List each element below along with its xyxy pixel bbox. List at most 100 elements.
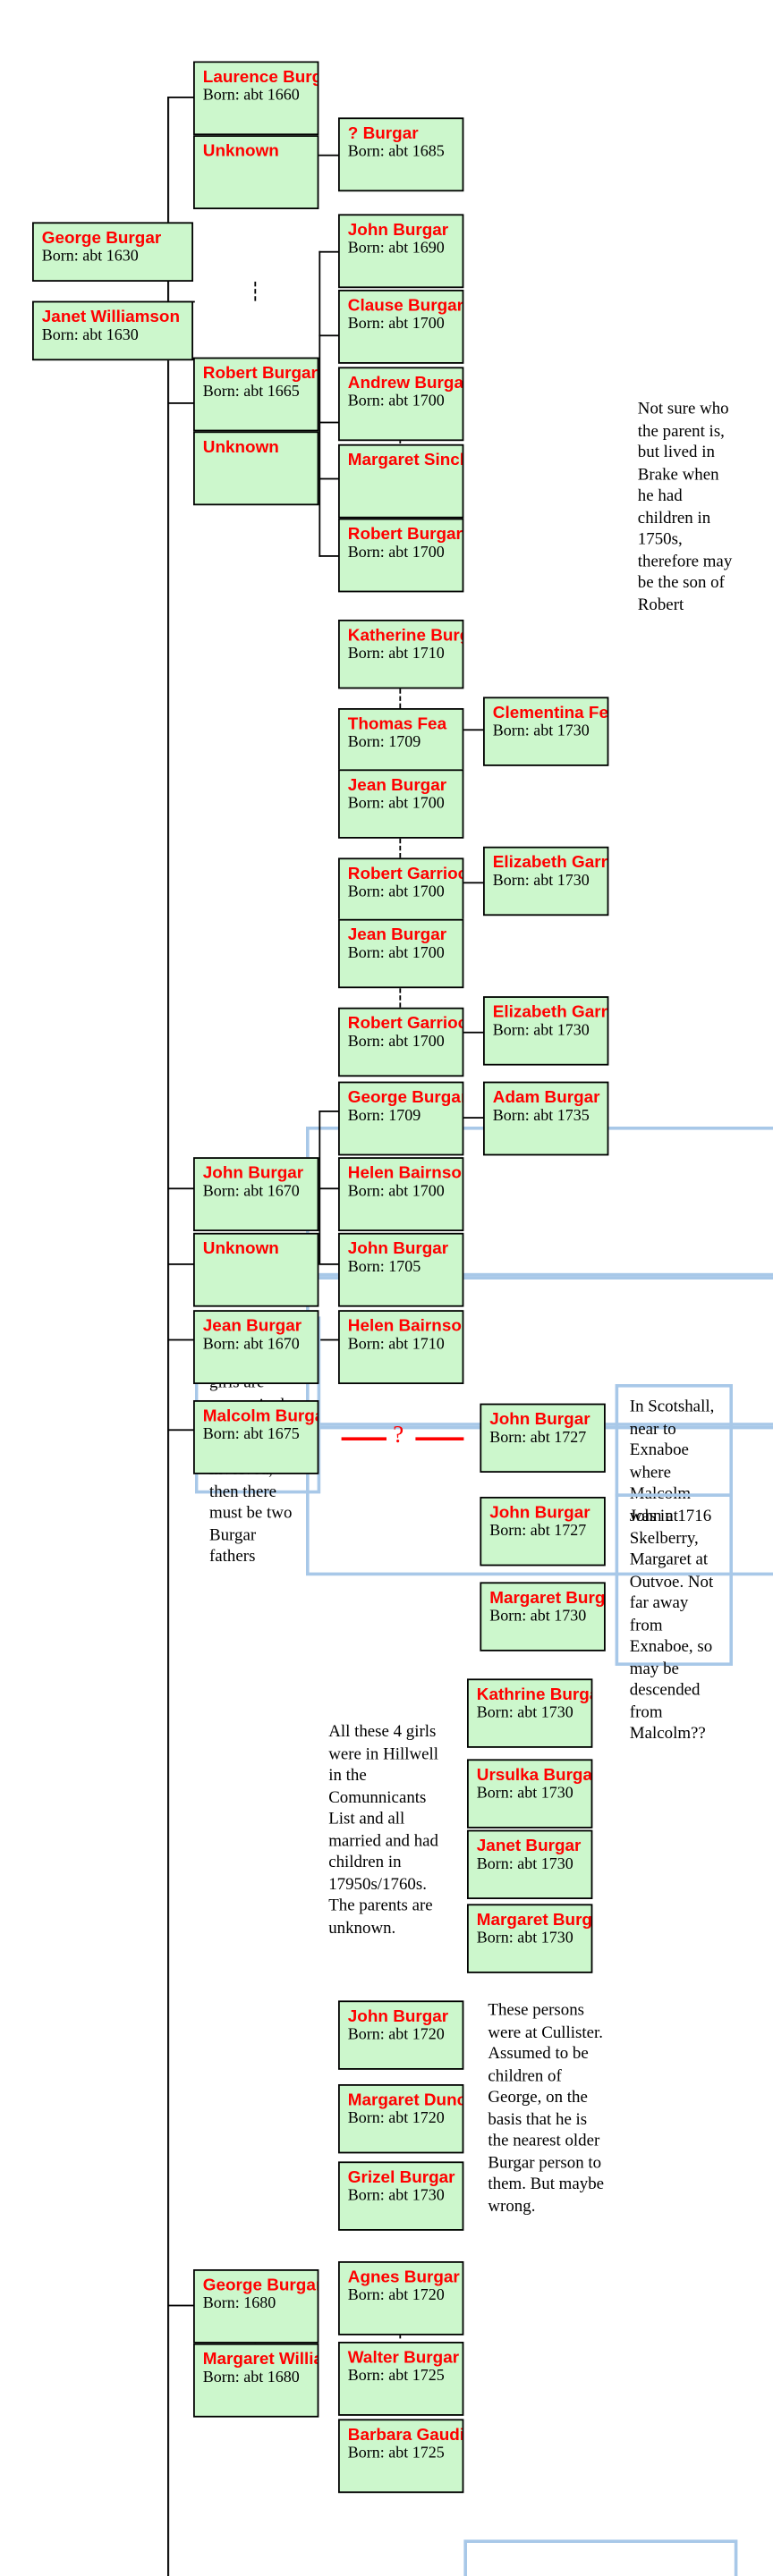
connector — [462, 1117, 485, 1119]
person-born: Born: abt 1720 — [347, 2286, 445, 2305]
person-box[interactable]: Walter Burgar Born: abt 1725 — [338, 2342, 464, 2416]
person-box[interactable]: Grizel Burgar Born: abt 1730 — [338, 2161, 464, 2231]
person-box[interactable]: Jean Burgar Born: abt 1670 — [193, 1310, 319, 1384]
person-box[interactable]: John Burgar Born: abt 1670 — [193, 1157, 319, 1231]
person-box[interactable]: Elizabeth Garriock Born: abt 1730 — [483, 996, 609, 1066]
person-box[interactable]: Kathrine Burgar Born: abt 1730 — [467, 1678, 593, 1748]
person-name: Jean Burgar — [202, 1316, 302, 1336]
person-born: Born: abt 1720 — [347, 2026, 445, 2044]
person-box[interactable]: Unknown — [193, 135, 319, 209]
person-born: Born: abt 1660 — [202, 87, 300, 105]
person-born: Born: abt 1710 — [347, 1336, 445, 1354]
person-box[interactable]: Laurence Burgar Born: abt 1660 — [193, 61, 319, 136]
person-box[interactable]: John Burgar Born: abt 1727 — [480, 1497, 606, 1567]
person-box[interactable]: Unknown — [193, 431, 319, 506]
person-box[interactable]: Clementina Fea Born: abt 1730 — [483, 697, 609, 766]
person-box[interactable]: Helen Bairnson Born: abt 1710 — [338, 1310, 464, 1384]
connector — [462, 1031, 485, 1034]
person-box[interactable]: Jean Burgar Born: abt 1700 — [338, 918, 464, 989]
uncertain-link-line — [415, 1437, 464, 1440]
person-box[interactable]: Margaret Burgar Born: abt 1730 — [467, 1904, 593, 1973]
person-box[interactable]: Thomas Fea Born: 1709 — [338, 708, 464, 778]
uncertain-link-question: ? — [393, 1423, 404, 1448]
person-box[interactable]: Clause Burgar Born: abt 1700 — [338, 290, 464, 364]
person-born: Born: abt 1685 — [347, 143, 445, 161]
note-hillwell: All these 4 girls were in Hillwell in th… — [328, 1723, 439, 1938]
person-box[interactable]: Ursulka Burgar Born: abt 1730 — [467, 1759, 593, 1829]
person-born: Born: abt 1630 — [41, 248, 139, 266]
connector — [319, 1111, 321, 1263]
spouse-link — [399, 688, 402, 708]
connector — [319, 334, 340, 337]
person-name: Katherine Burgar — [347, 626, 463, 646]
note-robert-parent: Not sure who the parent is, but lived in… — [637, 401, 733, 614]
person-box[interactable]: Margaret Burgar Born: abt 1730 — [480, 1582, 606, 1651]
person-name: Walter Burgar — [347, 2348, 460, 2368]
person-born: Born: abt 1720 — [347, 2109, 445, 2128]
person-box[interactable]: George Burgar Born: abt 1630 — [32, 222, 193, 282]
person-born: Born: abt 1730 — [489, 1608, 587, 1626]
person-box[interactable]: Adam Burgar Born: abt 1735 — [483, 1081, 609, 1156]
person-box[interactable]: George Burgar Born: 1709 — [338, 1081, 464, 1156]
person-born: Born: abt 1710 — [347, 645, 445, 663]
person-name: Helen Bairnson — [347, 1316, 464, 1336]
person-box[interactable]: Janet Burgar Born: abt 1730 — [467, 1829, 593, 1899]
person-box[interactable]: ? Burgar Born: abt 1685 — [338, 117, 464, 192]
person-box[interactable]: Elizabeth Garriock Born: abt 1730 — [483, 846, 609, 916]
person-born: Born: abt 1700 — [347, 1033, 445, 1052]
person-name: Jean Burgar — [347, 925, 447, 945]
person-name: Malcolm Burgar — [202, 1406, 319, 1426]
person-box[interactable]: Robert Garriock Born: abt 1700 — [338, 1007, 464, 1077]
connector — [167, 402, 195, 404]
person-name: Elizabeth Garriock — [492, 1002, 607, 1022]
spouse-link — [399, 431, 402, 451]
person-name: John Burgar — [202, 1163, 304, 1183]
person-name: George Burgar — [202, 2276, 319, 2295]
person-born: Born: abt 1727 — [489, 1522, 587, 1541]
person-box[interactable]: Janet Williamson Born: abt 1630 — [32, 300, 193, 361]
person-box[interactable]: Katherine Burgar Born: abt 1710 — [338, 620, 464, 689]
person-name: Ursulka Burgar — [476, 1765, 593, 1786]
person-box[interactable]: Robert Burgar Born: abt 1700 — [338, 518, 464, 593]
person-name: Margaret Sinclair — [347, 451, 463, 470]
person-box[interactable]: George Burgar Born: 1680 — [193, 2269, 319, 2344]
person-name: Robert Burgar — [202, 363, 318, 384]
person-box[interactable]: John Burgar Born: 1705 — [338, 1232, 464, 1307]
person-name: John Burgar — [489, 1503, 590, 1523]
person-box[interactable]: John Burgar Born: abt 1727 — [480, 1403, 606, 1473]
person-born: Born: 1709 — [347, 733, 421, 752]
person-name: George Burgar — [347, 1087, 464, 1108]
person-box[interactable]: John Burgar Born: abt 1690 — [338, 214, 464, 289]
person-born: Born: abt 1700 — [347, 883, 445, 901]
person-box[interactable]: Margaret Duncan Born: abt 1720 — [338, 2084, 464, 2154]
person-name: Laurence Burgar — [202, 67, 318, 88]
person-name: Robert Garriock — [347, 1014, 464, 1034]
person-box[interactable]: Jean Burgar Born: abt 1700 — [338, 769, 464, 839]
person-born: Born: abt 1735 — [492, 1107, 590, 1126]
person-name: Unknown — [202, 437, 279, 458]
person-box[interactable]: Agnes Burgar Born: abt 1720 — [338, 2261, 464, 2335]
connector — [167, 97, 169, 2576]
person-name: John Burgar — [347, 2006, 449, 2027]
person-born: Born: 1705 — [347, 1258, 421, 1277]
connector — [319, 1111, 340, 1112]
note-scotshall: In Scotshall, near to Exnaboe where Malc… — [615, 1384, 733, 1525]
person-born: Born: abt 1665 — [202, 383, 300, 401]
person-born: Born: abt 1725 — [347, 2445, 445, 2462]
person-box[interactable]: John Burgar Born: abt 1720 — [338, 2000, 464, 2070]
person-box[interactable]: Helen Bairnson Born: abt 1700 — [338, 1157, 464, 1231]
person-born: Born: abt 1730 — [492, 872, 590, 891]
person-born: Born: abt 1700 — [347, 393, 445, 410]
person-box[interactable]: Margaret Williamson Born: abt 1680 — [193, 2343, 319, 2418]
person-name: Margaret Burgar — [489, 1588, 606, 1609]
connector — [319, 250, 340, 253]
person-box[interactable]: Andrew Burgar Born: abt 1700 — [338, 367, 464, 442]
person-box[interactable]: Barbara Gaudie Born: abt 1725 — [338, 2419, 464, 2494]
person-box[interactable]: Malcolm Burgar Born: abt 1675 — [193, 1400, 319, 1474]
person-born: Born: abt 1730 — [476, 1785, 573, 1803]
person-box[interactable]: Unknown — [193, 1232, 319, 1307]
person-box[interactable]: Robert Burgar Born: abt 1665 — [193, 357, 319, 432]
person-box[interactable]: Margaret Sinclair — [338, 443, 464, 519]
person-box[interactable]: Robert Garriock Born: abt 1700 — [338, 857, 464, 927]
